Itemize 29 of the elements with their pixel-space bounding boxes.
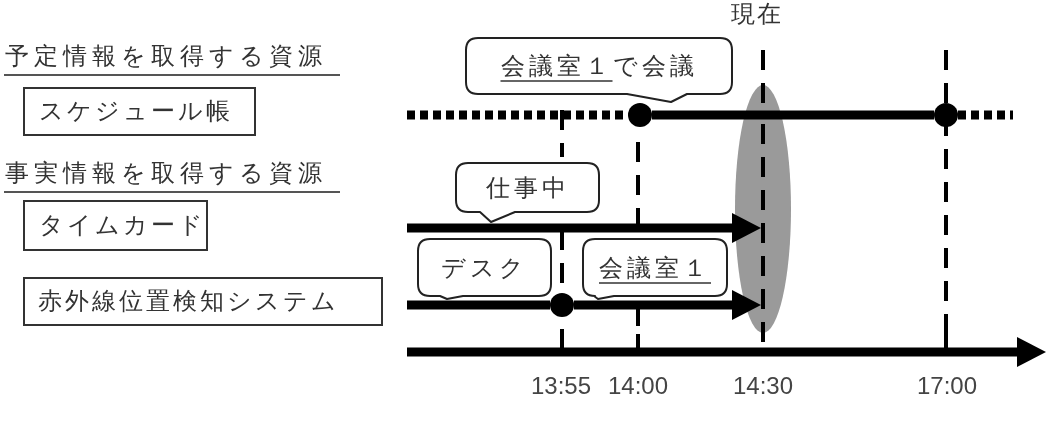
callout-text: デスク xyxy=(441,252,528,284)
speech-bubble xyxy=(417,238,552,300)
section-heading: 事実情報を取得する資源 xyxy=(4,155,340,193)
time-label: 13:55 xyxy=(530,372,592,401)
resource-box xyxy=(23,277,383,326)
resource-box xyxy=(23,200,208,251)
callout-text: 仕事中 xyxy=(485,172,570,204)
timeline-line xyxy=(407,300,550,310)
event-dot xyxy=(934,103,958,127)
callout-text: 会議室１で会議 xyxy=(500,51,698,82)
event-dot xyxy=(628,103,652,127)
section-heading: 予定情報を取得する資源 xyxy=(4,38,340,76)
timeline-line xyxy=(652,110,934,120)
resource-box xyxy=(23,87,256,136)
timeline-arrow xyxy=(574,290,761,320)
time-label: 14:30 xyxy=(732,372,794,401)
time-label: 14:00 xyxy=(607,372,669,401)
speech-bubble xyxy=(582,238,728,300)
speech-bubble xyxy=(465,37,733,103)
resource-name: スケジュール帳 xyxy=(39,95,233,127)
timeline-arrow xyxy=(407,213,761,243)
time-label: 17:00 xyxy=(916,372,978,401)
dotted-line xyxy=(958,110,1013,120)
current-time-label: 現在 xyxy=(731,0,783,29)
callout-text: 会議室１ xyxy=(599,252,711,284)
resource-name: タイムカード xyxy=(39,209,206,241)
speech-bubble xyxy=(455,162,600,223)
event-dot xyxy=(550,293,574,317)
resource-name: 赤外線位置検知システム xyxy=(38,285,339,317)
